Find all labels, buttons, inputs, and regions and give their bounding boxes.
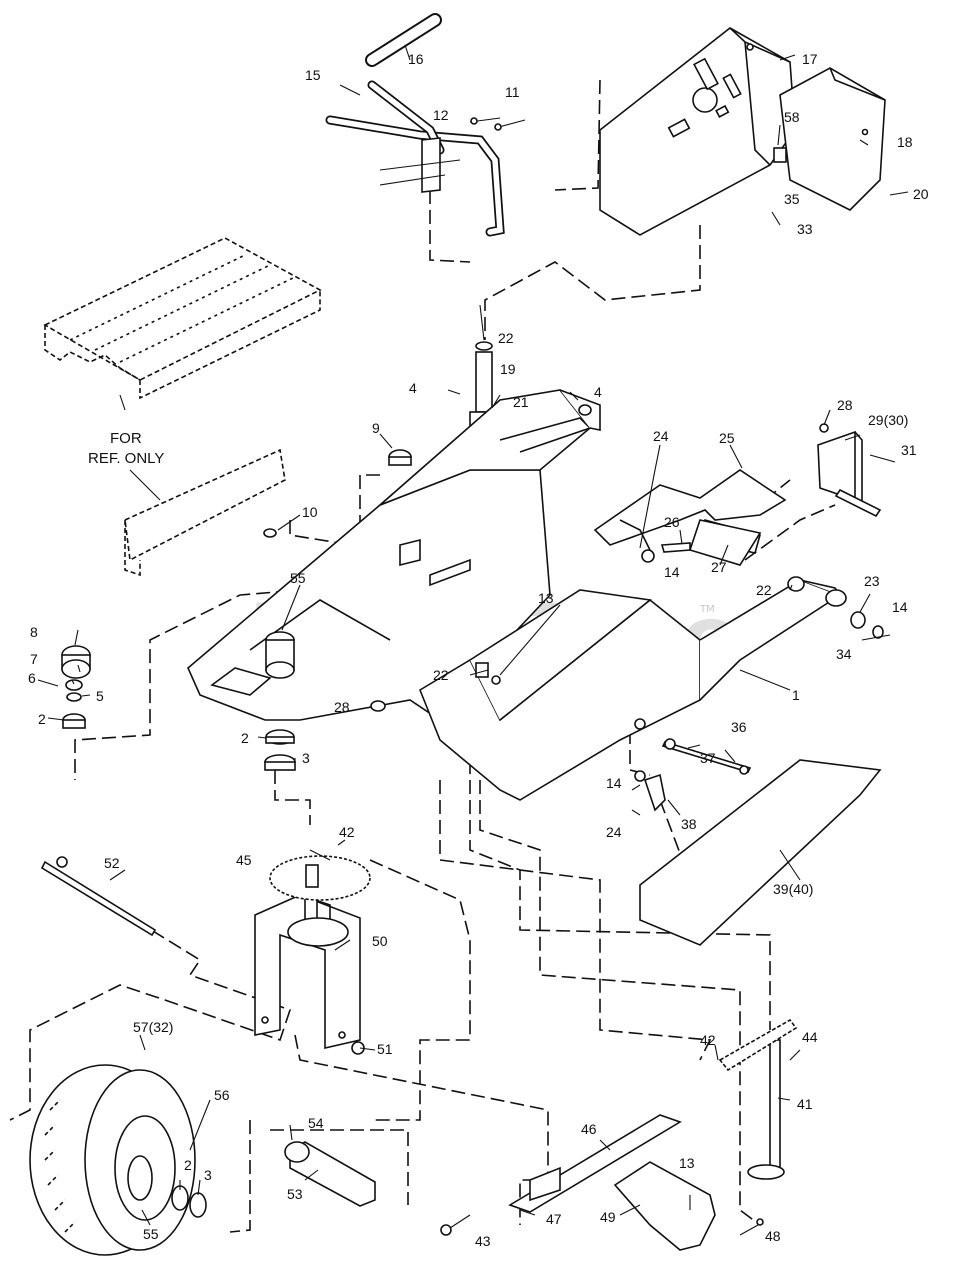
callout-7: 7	[30, 651, 38, 667]
callout-49: 49	[600, 1209, 616, 1225]
callout-45: 45	[236, 852, 252, 868]
callout-26: 26	[664, 514, 680, 530]
callout-55-a: 55	[290, 570, 306, 586]
callout-46: 46	[581, 1121, 597, 1137]
callout-43: 43	[475, 1233, 491, 1249]
callout-22-b: 22	[433, 667, 449, 683]
callout-1: 1	[792, 687, 800, 703]
callout-22-a: 22	[498, 330, 514, 346]
callout-56: 56	[214, 1087, 230, 1103]
callout-10: 10	[302, 504, 318, 520]
callout-31: 31	[901, 442, 917, 458]
callout-4-a: 4	[409, 380, 417, 396]
seat-reference: FOR REF. ONLY	[43, 237, 322, 577]
callout-5: 5	[96, 688, 104, 704]
callout-27: 27	[711, 559, 727, 575]
callout-35: 35	[784, 191, 800, 207]
leader-lines	[37, 44, 909, 1236]
handlebar	[312, 13, 505, 237]
caster-fork	[40, 855, 371, 1055]
callout-16: 16	[408, 51, 424, 67]
callout-57-32: 57(32)	[133, 1019, 173, 1035]
callout-6: 6	[28, 670, 36, 686]
callout-12: 12	[433, 107, 449, 123]
callout-2-a: 2	[38, 711, 46, 727]
control-rod	[634, 738, 752, 812]
callout-14-c: 14	[606, 775, 622, 791]
callout-37: 37	[700, 750, 716, 766]
callout-28-a: 28	[837, 397, 853, 413]
callout-3-b: 3	[204, 1167, 212, 1183]
callout-38: 38	[681, 816, 697, 832]
callout-3-a: 3	[302, 750, 310, 766]
callout-29-30: 29(30)	[868, 412, 908, 428]
callout-13-b: 13	[679, 1155, 695, 1171]
callout-54: 54	[308, 1115, 324, 1131]
callout-17: 17	[802, 51, 818, 67]
main-frame	[187, 389, 842, 801]
callout-48: 48	[765, 1228, 781, 1244]
callout-24-b: 24	[606, 824, 622, 840]
callout-14-b: 14	[892, 599, 908, 615]
callout-39-40: 39(40)	[773, 881, 813, 897]
callout-58: 58	[784, 109, 800, 125]
callout-19: 19	[500, 361, 516, 377]
callout-42-a: 42	[339, 824, 355, 840]
callout-labels: 1 2 2 2 3 3 4 4 5 6 7 8 9 10 11 12 13 13…	[28, 51, 929, 1249]
callout-24-a: 24	[653, 428, 669, 444]
callout-25: 25	[719, 430, 735, 446]
callout-33: 33	[797, 221, 813, 237]
callout-9: 9	[372, 420, 380, 436]
callout-22-c: 22	[756, 582, 772, 598]
lower-linkage	[440, 1018, 798, 1251]
callout-34: 34	[836, 646, 852, 662]
ref-only-label-line2: REF. ONLY	[88, 450, 164, 467]
callout-47: 47	[546, 1211, 562, 1227]
callout-55-b: 55	[143, 1226, 159, 1242]
callout-15: 15	[305, 67, 321, 83]
wheel-assembly	[29, 1064, 376, 1256]
callout-23: 23	[864, 573, 880, 589]
console-panel	[599, 27, 796, 236]
callout-51: 51	[377, 1041, 393, 1057]
callout-28-b: 28	[334, 699, 350, 715]
callout-50: 50	[372, 933, 388, 949]
callout-44: 44	[802, 1029, 818, 1045]
callout-11: 11	[505, 84, 520, 100]
ref-only-label-line1: FOR	[110, 430, 142, 447]
callout-20: 20	[913, 186, 929, 202]
callout-18: 18	[897, 134, 913, 150]
side-panel	[773, 67, 886, 211]
callout-52: 52	[104, 855, 120, 871]
callout-14-a: 14	[664, 564, 680, 580]
callout-2-c: 2	[184, 1157, 192, 1173]
watermark-trademark: TM	[699, 604, 715, 615]
callout-53: 53	[287, 1186, 303, 1202]
callout-13-a: 13	[538, 590, 554, 606]
pivot-bracket	[817, 423, 896, 518]
callout-42-b: 42	[700, 1032, 716, 1048]
callout-4-b: 4	[594, 384, 602, 400]
foot-pad	[639, 519, 882, 946]
callout-36: 36	[731, 719, 747, 735]
callout-21: 21	[513, 394, 529, 410]
callout-2-b: 2	[241, 730, 249, 746]
callout-8: 8	[30, 624, 38, 640]
callout-41: 41	[797, 1096, 813, 1112]
bolt-11-12	[469, 117, 526, 131]
